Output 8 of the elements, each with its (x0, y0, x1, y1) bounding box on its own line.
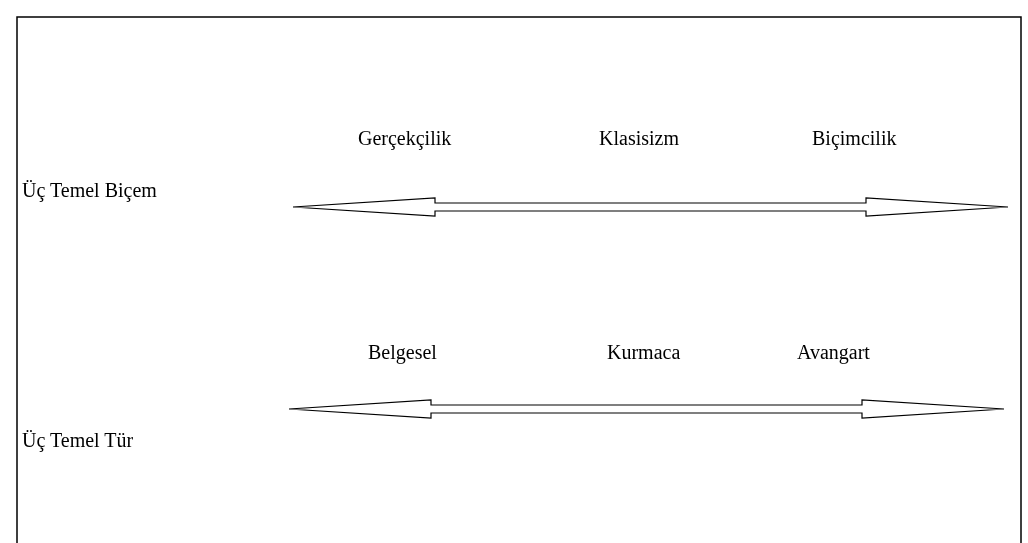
category-label: Biçimcilik (812, 126, 897, 150)
category-label: Avangart (797, 340, 870, 364)
category-label: Klasisizm (599, 126, 679, 150)
category-label: Belgesel (368, 340, 437, 364)
row-label: Üç Temel Tür (22, 428, 134, 452)
row-label: Üç Temel Biçem (22, 178, 157, 202)
category-label: Gerçekçilik (358, 126, 452, 150)
category-label: Kurmaca (607, 340, 681, 364)
